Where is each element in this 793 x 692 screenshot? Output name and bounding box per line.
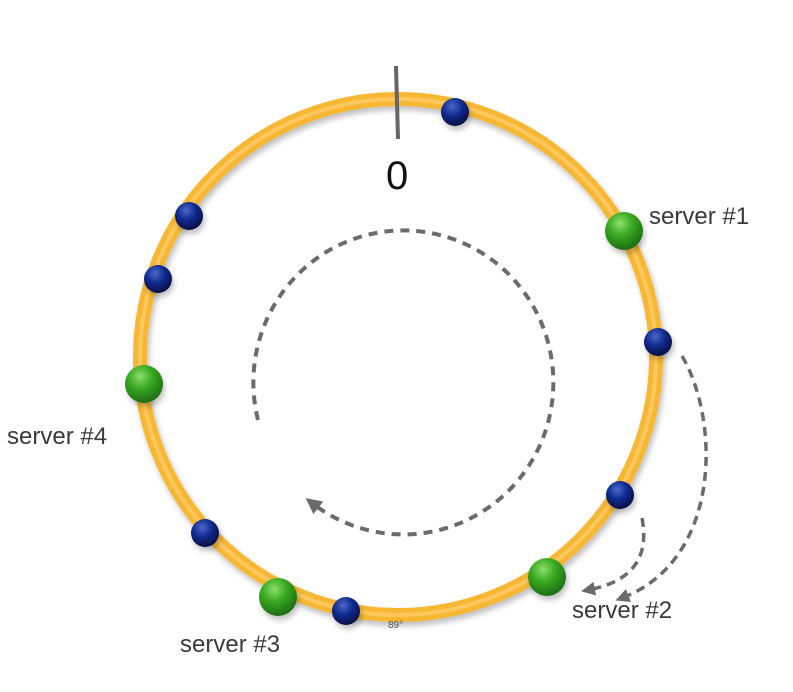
server-node-1 <box>605 212 643 250</box>
key-node <box>332 597 360 625</box>
server-label-4: server #4 <box>7 423 108 450</box>
key-node <box>191 519 219 547</box>
server-nodes <box>125 212 643 616</box>
key-node <box>441 98 469 126</box>
zero-tick <box>394 65 400 140</box>
key-node <box>606 481 634 509</box>
server-node-4 <box>125 365 163 403</box>
key-node <box>644 328 672 356</box>
server-label-2: server #2 <box>572 597 673 624</box>
server-node-2 <box>528 558 566 596</box>
server-label-3: server #3 <box>180 631 281 658</box>
key-node <box>144 265 172 293</box>
key-to-server2-arrow-inner <box>581 517 646 596</box>
direction-arrow <box>251 228 556 537</box>
key-nodes <box>144 98 672 625</box>
server-node-3 <box>259 578 297 616</box>
key-node <box>175 202 203 230</box>
key-to-server2-arrow-outer <box>615 355 708 603</box>
angle-label: 89° <box>388 620 404 631</box>
zero-label: 0 <box>386 154 409 198</box>
server-label-1: server #1 <box>649 203 750 230</box>
